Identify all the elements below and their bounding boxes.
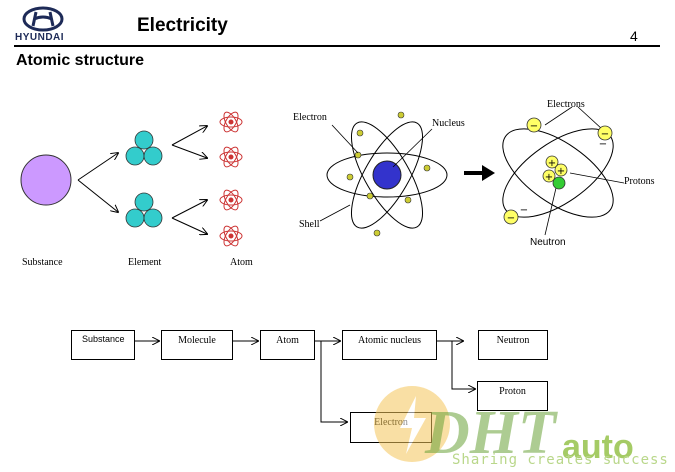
right-arrow-icon bbox=[464, 165, 495, 181]
label-protons: Protons bbox=[624, 176, 655, 187]
electron-particle-2 bbox=[597, 125, 613, 141]
label-shell: Shell bbox=[299, 219, 320, 230]
label-substance: Substance bbox=[22, 257, 63, 268]
proton-sign-2: + bbox=[557, 166, 565, 177]
page-title: Electricity bbox=[137, 15, 228, 36]
watermark-brand: DHT bbox=[425, 399, 556, 467]
label-nucleus: Nucleus bbox=[432, 118, 465, 129]
label-electron: Electron bbox=[293, 112, 327, 123]
proton-1 bbox=[545, 155, 559, 169]
flow-box-substance: Substance bbox=[71, 330, 135, 360]
header-divider bbox=[14, 45, 660, 47]
electron-sign-4: − bbox=[599, 139, 607, 150]
page-number: 4 bbox=[630, 28, 638, 44]
substance-circle bbox=[20, 154, 72, 206]
hyundai-logo-icon bbox=[22, 6, 64, 32]
label-atom: Atom bbox=[230, 257, 253, 268]
nucleus-sphere bbox=[372, 160, 402, 190]
electron-sign-2: − bbox=[601, 129, 609, 140]
watermark-lightning-icon bbox=[374, 386, 450, 462]
label-electrons: Electrons bbox=[547, 99, 585, 110]
label-element: Element bbox=[128, 257, 162, 268]
proton-sign-3: + bbox=[545, 172, 553, 183]
neutron-sphere bbox=[552, 176, 566, 190]
electron-particle-1 bbox=[526, 117, 542, 133]
element-cluster-bottom bbox=[125, 192, 163, 228]
flow-box-atomic-nucleus: Atomic nucleus bbox=[342, 330, 437, 360]
brand-wordmark: HYUNDAI bbox=[15, 32, 65, 43]
flow-box-proton: Proton bbox=[477, 381, 548, 411]
atom-icon-3 bbox=[219, 189, 243, 211]
electron-sign-1: − bbox=[530, 121, 538, 132]
section-title: Atomic structure bbox=[16, 52, 145, 69]
flowchart-connectors bbox=[135, 300, 675, 450]
shell-electrons bbox=[346, 111, 431, 237]
proton-3 bbox=[542, 169, 556, 183]
electron-sign-5: − bbox=[520, 205, 528, 216]
atom-particles-diagram: + + + − − − − − bbox=[502, 106, 625, 236]
electron-particle-3 bbox=[503, 209, 519, 225]
element-cluster-top bbox=[125, 130, 163, 166]
label-neutron: Neutron bbox=[530, 237, 566, 248]
proton-sign-1: + bbox=[548, 158, 556, 169]
flow-box-neutron: Neutron bbox=[478, 330, 548, 360]
substance-element-atom-diagram bbox=[20, 111, 243, 247]
watermark-suffix: auto bbox=[562, 428, 634, 466]
proton-2 bbox=[554, 163, 568, 177]
watermark-tagline: Sharing creates success bbox=[452, 452, 669, 468]
atom-shell-diagram bbox=[319, 111, 448, 237]
atom-icon-4 bbox=[219, 225, 243, 247]
flow-box-atom: Atom bbox=[260, 330, 315, 360]
electron-sign-3: − bbox=[507, 213, 515, 224]
atom-icon-2 bbox=[219, 146, 243, 168]
atom-icon-1 bbox=[219, 111, 243, 133]
flow-box-molecule: Molecule bbox=[161, 330, 233, 360]
